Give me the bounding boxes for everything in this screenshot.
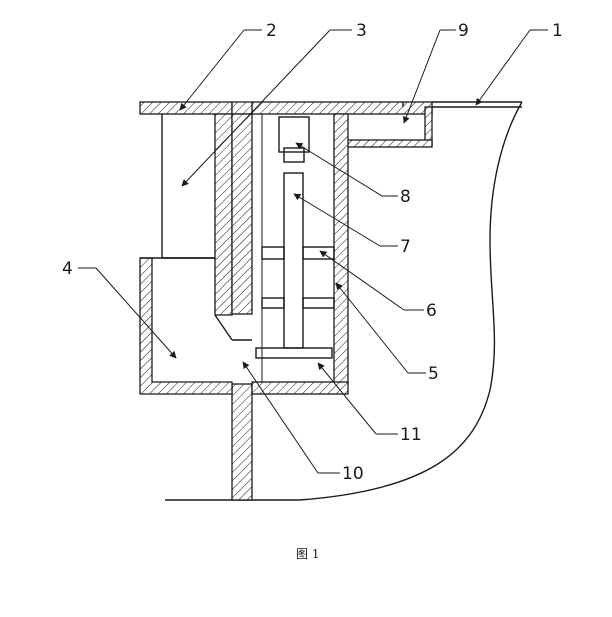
housing-right-wall [333, 113, 349, 385]
top-plate-left [139, 101, 233, 115]
label-1: 1 [552, 21, 563, 41]
tray-right-wall [424, 106, 433, 146]
label-6: 6 [426, 301, 437, 321]
callout-5: 5 [335, 282, 439, 384]
central-wall-upper [231, 101, 253, 115]
rod [283, 172, 304, 349]
label-10: 10 [342, 464, 364, 484]
callout-2: 2 [179, 21, 277, 111]
tube-lower-wall [231, 383, 253, 501]
motor-shaft-top [283, 147, 305, 163]
label-3: 3 [356, 21, 367, 41]
label-2: 2 [266, 21, 277, 41]
label-5: 5 [428, 364, 439, 384]
joint-diagonal [214, 314, 233, 341]
callout-3: 3 [181, 21, 367, 187]
label-8: 8 [400, 187, 411, 207]
guide-upper-right [302, 246, 335, 260]
label-9: 9 [458, 21, 469, 41]
label-7: 7 [400, 237, 411, 257]
figure-caption: 图 1 [296, 547, 319, 561]
callout-9: 9 [403, 21, 469, 124]
guide-lower-right [302, 297, 335, 309]
top-plate-right [251, 101, 433, 115]
central-wall [214, 113, 233, 316]
callout-11: 11 [317, 362, 422, 445]
housing-bottom [251, 381, 349, 395]
callout-7: 7 [293, 193, 411, 257]
callout-1: 1 [475, 21, 563, 106]
callout-6: 6 [319, 250, 437, 321]
callout-10: 10 [242, 361, 364, 484]
plate-bottom [255, 347, 333, 359]
callout-8: 8 [295, 142, 411, 207]
guide-lower-left [261, 297, 285, 309]
label-4: 4 [62, 259, 73, 279]
guide-upper-left [261, 246, 285, 260]
label-11: 11 [400, 425, 422, 445]
tray-bottom [339, 139, 433, 148]
callout-4: 4 [62, 259, 177, 359]
tube-wall-left [231, 113, 253, 315]
outer-shell-curve [165, 101, 523, 501]
motor-body [278, 116, 310, 153]
